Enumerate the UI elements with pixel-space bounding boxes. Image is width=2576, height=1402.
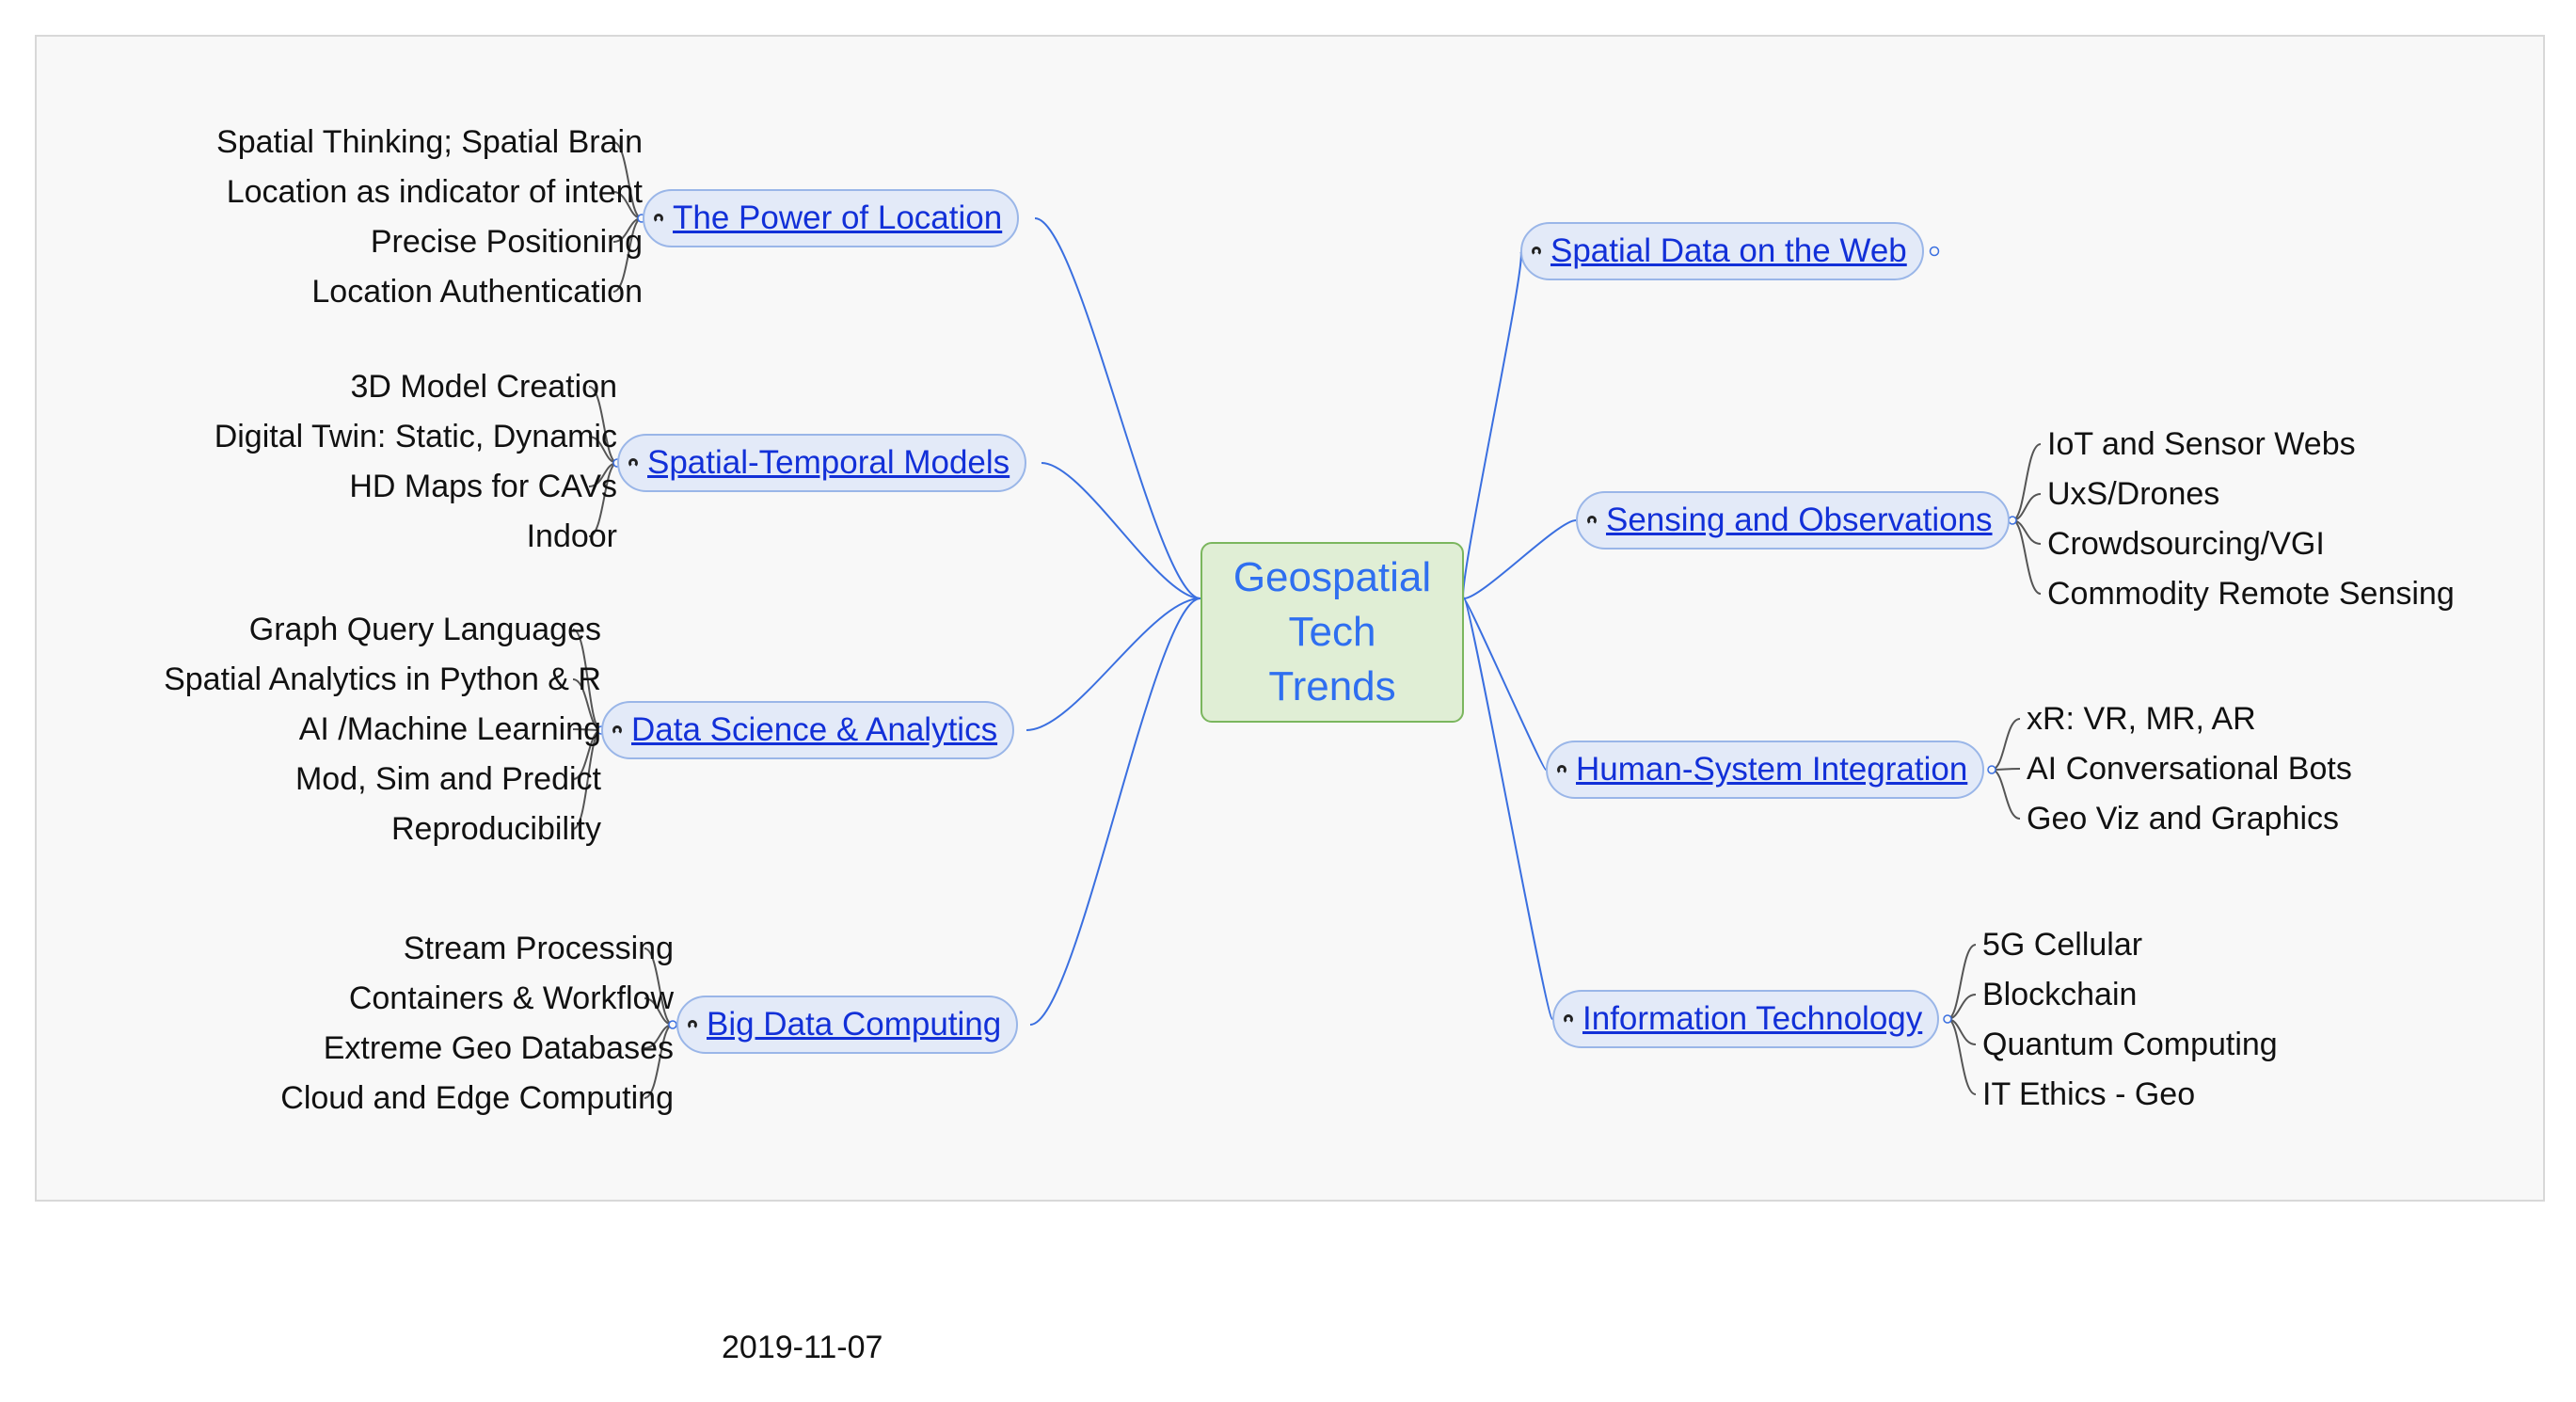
- topic-human-system-integration[interactable]: Human-System Integration: [1546, 741, 1985, 799]
- leaf-bracket: [2012, 519, 2042, 595]
- topic-label[interactable]: The Power of Location: [673, 199, 1003, 236]
- topic-label[interactable]: Data Science & Analytics: [631, 711, 998, 748]
- topic-label[interactable]: Spatial-Temporal Models: [647, 444, 1010, 481]
- topic-label[interactable]: Human-System Integration: [1576, 751, 1968, 788]
- leaf-bracket: [644, 1024, 674, 1099]
- topic-sensing-and-observations[interactable]: Sensing and Observations: [1576, 491, 2010, 550]
- leaf-item[interactable]: HD Maps for CAVs: [349, 469, 617, 504]
- leaf-item[interactable]: Indoor: [526, 518, 617, 554]
- hyperlink-icon: [1532, 247, 1541, 256]
- hyperlink-icon: [1564, 1014, 1573, 1024]
- hyperlink-icon: [1587, 516, 1597, 525]
- topic-connector: [1462, 250, 1522, 599]
- leaf-bracket: [612, 217, 643, 293]
- leaf-item[interactable]: Extreme Geo Databases: [323, 1030, 674, 1066]
- leaf-item[interactable]: Cloud and Edge Computing: [280, 1080, 674, 1116]
- leaf-item[interactable]: Crowdsourcing/VGI: [2047, 526, 2325, 562]
- topic-connector: [1463, 519, 1577, 599]
- leaf-item[interactable]: Digital Twin: Static, Dynamic: [214, 419, 617, 454]
- leaf-item[interactable]: Commodity Remote Sensing: [2047, 576, 2455, 612]
- leaf-bracket: [572, 629, 602, 731]
- leaf-item[interactable]: Containers & Workflow: [348, 980, 674, 1016]
- topic-big-data-computing[interactable]: Big Data Computing: [676, 996, 1019, 1054]
- leaf-item[interactable]: Location Authentication: [311, 274, 643, 310]
- leaf-bracket: [644, 948, 674, 1026]
- leaf-bracket: [1947, 1018, 1977, 1095]
- hyperlink-icon: [612, 725, 622, 735]
- topic-power-of-location[interactable]: The Power of Location: [643, 189, 1020, 247]
- hyperlink-icon: [1557, 765, 1566, 774]
- hyperlink-icon: [654, 214, 663, 223]
- topic-label[interactable]: Sensing and Observations: [1606, 502, 1993, 538]
- leaf-item[interactable]: Spatial Analytics in Python & R: [164, 661, 601, 697]
- leaf-item[interactable]: IoT and Sensor Webs: [2047, 426, 2356, 462]
- leaf-bracket: [588, 462, 618, 537]
- topic-data-science-analytics[interactable]: Data Science & Analytics: [601, 701, 1015, 759]
- mindmap-canvas: Geospatial Tech Trends The Power of Loca…: [35, 35, 2545, 1202]
- collapse-handle[interactable]: [1929, 246, 1940, 257]
- topic-connector: [1029, 597, 1201, 1026]
- topic-label[interactable]: Big Data Computing: [707, 1006, 1002, 1043]
- hyperlink-icon: [688, 1020, 697, 1029]
- leaf-bracket: [588, 386, 618, 464]
- central-topic[interactable]: Geospatial Tech Trends: [1201, 542, 1464, 723]
- footer-date: 2019-11-07: [722, 1330, 883, 1365]
- central-topic-line-2: Tech: [1288, 609, 1376, 655]
- leaf-item[interactable]: AI Conversational Bots: [2027, 751, 2352, 787]
- topic-spatial-temporal-models[interactable]: Spatial-Temporal Models: [617, 434, 1027, 492]
- collapse-handle[interactable]: [668, 1020, 677, 1029]
- central-topic-line-3: Trends: [1268, 663, 1396, 709]
- leaf-bracket: [612, 141, 643, 219]
- collapse-handle[interactable]: [1987, 765, 1996, 774]
- leaf-item[interactable]: Geo Viz and Graphics: [2027, 801, 2339, 836]
- leaf-item[interactable]: Quantum Computing: [1982, 1027, 2278, 1062]
- leaf-item[interactable]: Mod, Sim and Predict: [294, 761, 601, 797]
- leaf-item[interactable]: 3D Model Creation: [350, 369, 617, 405]
- hyperlink-icon: [628, 458, 638, 468]
- leaf-item[interactable]: Precise Positioning: [370, 224, 643, 260]
- leaf-item[interactable]: Spatial Thinking; Spatial Brain: [216, 124, 643, 160]
- leaf-bracket: [572, 729, 602, 830]
- leaf-bracket: [1991, 769, 2021, 820]
- topic-information-technology[interactable]: Information Technology: [1552, 990, 1940, 1048]
- topic-label[interactable]: Spatial Data on the Web: [1550, 232, 1907, 269]
- topic-connector: [1041, 462, 1201, 599]
- leaf-bracket: [1947, 944, 1977, 1020]
- central-topic-line-1: Geospatial: [1232, 554, 1432, 600]
- leaf-bracket: [2012, 443, 2042, 521]
- leaf-item[interactable]: Reproducibility: [391, 811, 601, 847]
- leaf-item[interactable]: Location as indicator of intent: [226, 174, 643, 210]
- topic-connector: [1034, 217, 1201, 599]
- leaf-bracket: [1991, 718, 2021, 771]
- collapse-handle[interactable]: [2008, 516, 2017, 525]
- topic-connector: [1026, 597, 1201, 731]
- leaf-item[interactable]: UxS/Drones: [2047, 476, 2220, 512]
- leaf-item[interactable]: Graph Query Languages: [248, 612, 601, 647]
- leaf-item[interactable]: IT Ethics - Geo: [1982, 1076, 2196, 1112]
- topic-spatial-data-on-the-web[interactable]: Spatial Data on the Web: [1520, 222, 1924, 280]
- topic-connector: [1463, 597, 1547, 771]
- leaf-item[interactable]: Stream Processing: [403, 931, 674, 966]
- collapse-handle[interactable]: [1943, 1014, 1952, 1024]
- topic-connector: [1463, 597, 1553, 1020]
- leaf-item[interactable]: AI /Machine Learning: [298, 711, 601, 747]
- leaf-item[interactable]: Blockchain: [1982, 977, 2138, 1012]
- topic-label[interactable]: Information Technology: [1582, 1000, 1923, 1037]
- leaf-item[interactable]: xR: VR, MR, AR: [2027, 701, 2256, 737]
- leaf-item[interactable]: 5G Cellular: [1982, 927, 2143, 963]
